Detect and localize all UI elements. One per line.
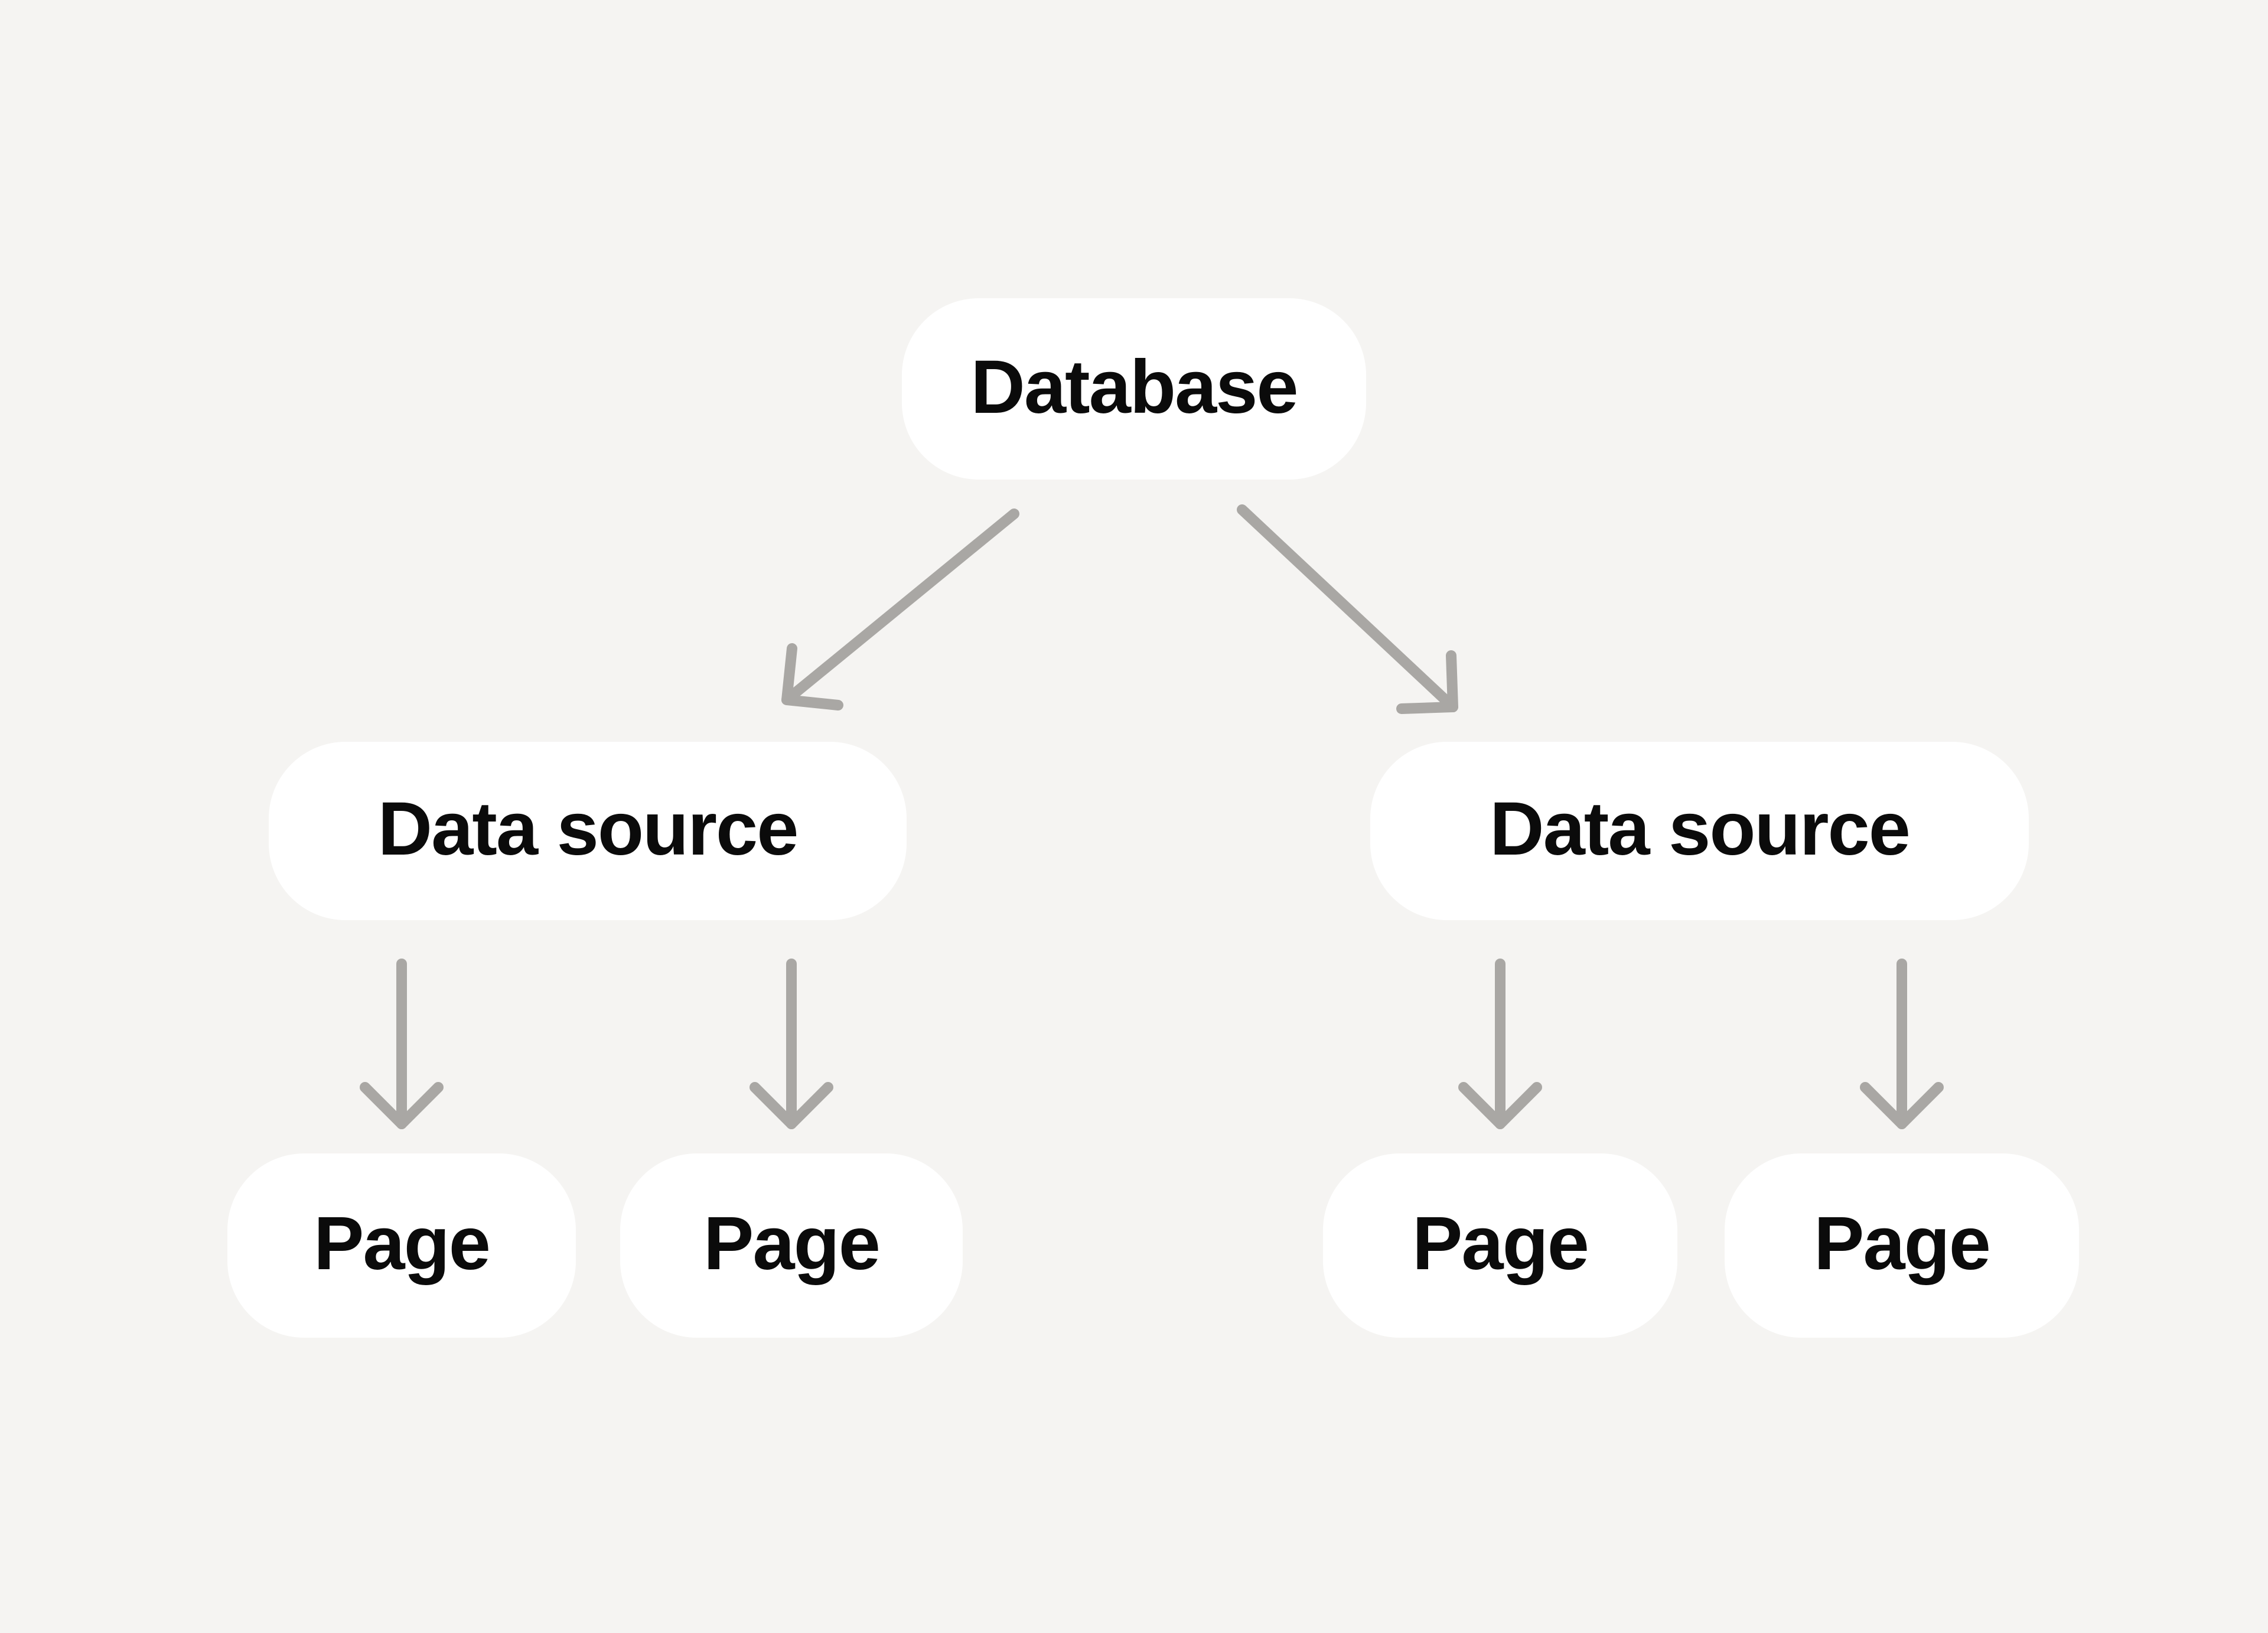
arrow-shaft: [1237, 504, 1458, 712]
node-database: Database: [902, 298, 1366, 480]
node-database-label: Database: [970, 344, 1298, 429]
node-page-2: Page: [620, 1153, 963, 1338]
arrowhead-icon: [781, 643, 843, 710]
node-page-1: Page: [227, 1153, 576, 1338]
arrow-shaft: [781, 509, 1019, 705]
arrow-datasource-left-to-page-2: [750, 959, 833, 1129]
arrowhead-icon: [750, 1082, 833, 1129]
arrowhead-icon: [1396, 650, 1458, 714]
arrow-database-to-datasource-left: [781, 509, 1019, 710]
arrow-database-to-datasource-right: [1237, 504, 1458, 714]
node-page-4-label: Page: [1814, 1201, 1991, 1286]
node-datasource-right: Data source: [1370, 742, 2029, 920]
arrowhead-icon: [1458, 1082, 1542, 1129]
node-page-1-label: Page: [314, 1201, 491, 1286]
arrowhead-icon: [360, 1082, 444, 1129]
arrow-datasource-right-to-page-3: [1458, 959, 1542, 1129]
node-page-3-label: Page: [1412, 1201, 1589, 1286]
node-datasource-right-label: Data source: [1490, 787, 1911, 871]
arrowhead-icon: [1860, 1082, 1944, 1129]
node-page-3: Page: [1323, 1153, 1677, 1338]
arrow-datasource-right-to-page-4: [1860, 959, 1944, 1129]
arrow-datasource-left-to-page-1: [360, 959, 444, 1129]
node-page-2-label: Page: [703, 1201, 881, 1286]
node-datasource-left: Data source: [269, 742, 907, 920]
node-datasource-left-label: Data source: [377, 787, 799, 871]
node-page-4: Page: [1725, 1153, 2079, 1338]
